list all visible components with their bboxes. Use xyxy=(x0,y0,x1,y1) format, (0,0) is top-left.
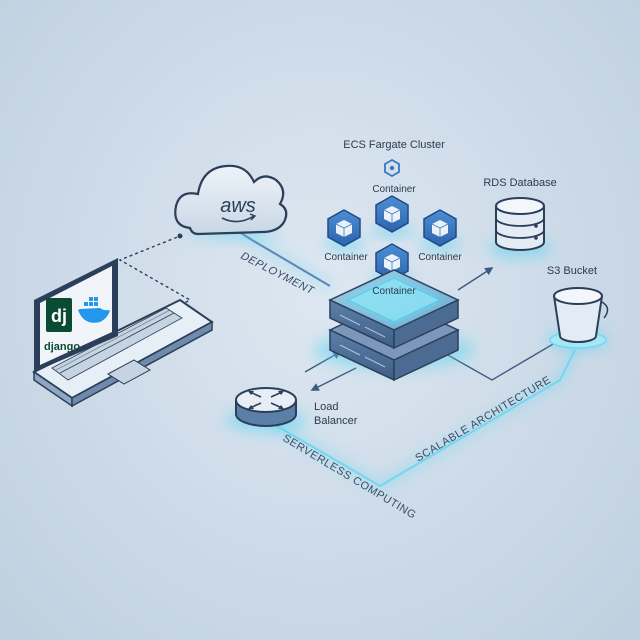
container-label-center: Container xyxy=(372,286,416,297)
django-logo-text: dj xyxy=(51,306,67,326)
server-stack-icon xyxy=(314,269,474,382)
container-cube-icon xyxy=(372,195,412,236)
container-label-top: Container xyxy=(372,184,416,195)
rds-label: RDS Database xyxy=(483,177,556,189)
container-cube-icon xyxy=(420,209,460,250)
laptop-keyboard xyxy=(51,307,183,381)
aws-cloud-icon: aws xyxy=(174,164,288,240)
aws-logo-text: aws xyxy=(220,195,256,217)
server-vents-lower xyxy=(339,344,386,368)
server-vents-upper xyxy=(339,314,386,338)
s3-label: S3 Bucket xyxy=(547,265,597,277)
lb-server-arrow-out xyxy=(310,367,357,391)
ecs-cluster-icon xyxy=(384,158,400,178)
scalable-architecture-label: SCALABLE ARCHITECTURE xyxy=(413,374,553,465)
server-s3-line xyxy=(445,339,561,381)
laptop-trackpad xyxy=(107,359,151,385)
server-top-panel xyxy=(346,277,442,323)
serverless-loop xyxy=(269,349,576,488)
container-label-left: Container xyxy=(324,252,368,263)
load-balancer-label-line2: Balancer xyxy=(314,415,358,427)
container-label-right: Container xyxy=(418,252,462,263)
docker-whale-icon xyxy=(78,297,110,323)
load-balancer-label-line1: Load xyxy=(314,401,338,413)
laptop-screen xyxy=(40,266,112,365)
database-icon xyxy=(488,197,552,258)
django-word: django xyxy=(44,341,80,353)
load-balancer-icon xyxy=(226,387,306,432)
cluster-title: ECS Fargate Cluster xyxy=(343,139,445,151)
laptop: dj django xyxy=(32,258,214,408)
container-cube-icon xyxy=(324,209,364,250)
aws-smile xyxy=(221,215,255,223)
connector-dot xyxy=(177,233,183,239)
django-logo-tile xyxy=(46,298,72,332)
laptop-base-edge-front xyxy=(71,320,213,408)
server-rds-arrow xyxy=(457,267,494,291)
bucket-icon xyxy=(548,287,609,350)
